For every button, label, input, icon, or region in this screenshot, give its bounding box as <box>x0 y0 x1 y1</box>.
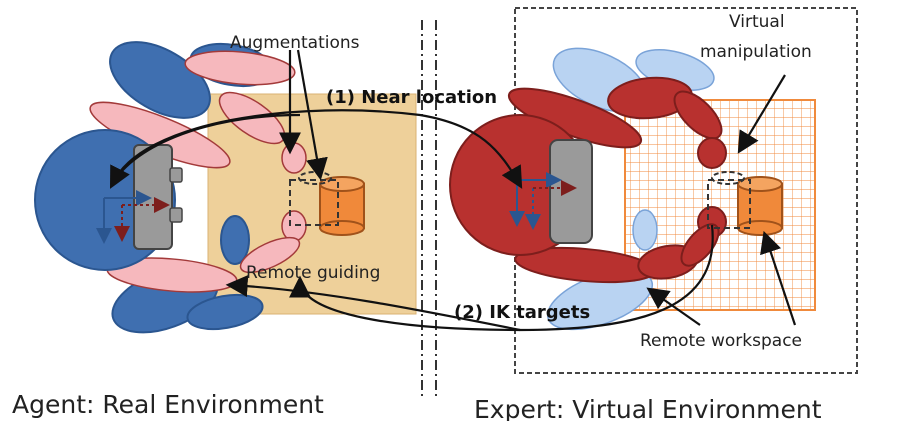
augmentations-pointer <box>296 49 328 181</box>
agent-arm-lower-segment <box>186 293 264 331</box>
agent-arm-upper-segment <box>109 41 211 119</box>
agent-sensor-tab <box>169 207 183 223</box>
expert-ghost-arm <box>632 209 658 251</box>
remote-workspace-pointer <box>646 287 701 326</box>
virtual-environment-frame <box>514 7 858 374</box>
label-ik-targets: (2) IK targets <box>454 302 590 323</box>
agent-sensor-tab <box>169 167 183 183</box>
augmentation-arm-segment <box>239 236 301 274</box>
label-virtual-manipulation-1: Virtual <box>729 12 785 32</box>
remote-workspace-pointer <box>760 230 797 326</box>
connection-arrows <box>109 49 797 332</box>
near-location-return-arrow <box>109 113 301 189</box>
virtual-environment <box>449 7 858 374</box>
label-near-location: (1) Near location <box>326 87 497 108</box>
label-remote-workspace: Remote workspace <box>640 331 802 351</box>
virtual-manipulation-pointer <box>737 74 786 154</box>
augmentation-gripper <box>281 142 307 174</box>
expert-gripper <box>697 137 727 169</box>
augmentation-arm-segment <box>184 50 296 86</box>
expert-arm-segment <box>673 90 723 140</box>
expert-arm-segment <box>680 223 720 267</box>
caption-agent: Agent: Real Environment <box>12 390 324 419</box>
agent-arm-lower-segment <box>220 215 250 265</box>
near-location-arrow <box>110 109 523 189</box>
real-environment <box>34 41 417 334</box>
caption-expert: Expert: Virtual Environment <box>474 395 822 421</box>
augmentation-gripper <box>281 210 307 242</box>
ik-to-agent-arrow <box>225 274 521 332</box>
label-virtual-manipulation-2: manipulation <box>700 42 812 62</box>
label-augmentations: Augmentations <box>230 33 360 53</box>
virtual-target-dashed-marker <box>707 179 751 229</box>
expert-sensor-device <box>549 139 593 244</box>
label-remote-guiding: Remote guiding <box>246 263 380 283</box>
